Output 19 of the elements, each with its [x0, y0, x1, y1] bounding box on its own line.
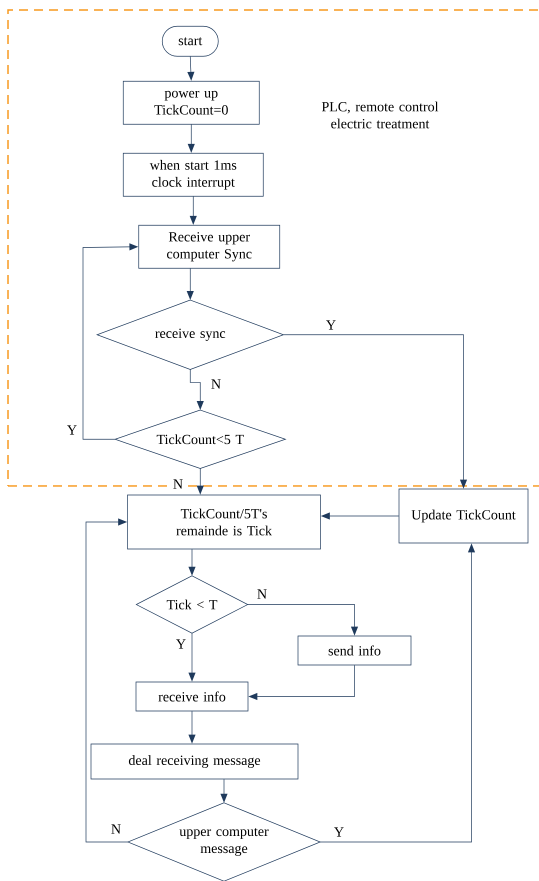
edge-label: N — [210, 378, 222, 390]
process-box: receive info — [136, 682, 248, 712]
edge-label: N — [256, 588, 268, 600]
process-box: TickCount/5T's remainde is Tick — [127, 494, 321, 550]
process-box: Update TickCount — [398, 488, 528, 544]
region-label: PLC, remote control electric treatment — [322, 102, 438, 128]
process-box: when start 1ms clock interrupt — [122, 152, 264, 197]
start-terminal: start — [162, 26, 219, 57]
process-box: power up TickCount=0 — [122, 80, 260, 125]
arrow — [86, 518, 128, 842]
edge-label: N — [110, 823, 122, 835]
edge-label: Y — [174, 638, 188, 650]
edge-label: Y — [324, 319, 338, 331]
edge-label: N — [172, 478, 184, 490]
process-box: deal receiving message — [90, 744, 298, 780]
edge-label: Y — [332, 826, 346, 838]
process-box: send info — [298, 636, 412, 666]
edge-label: Y — [66, 424, 78, 436]
process-box: Receive upper computer Sync — [138, 224, 280, 269]
